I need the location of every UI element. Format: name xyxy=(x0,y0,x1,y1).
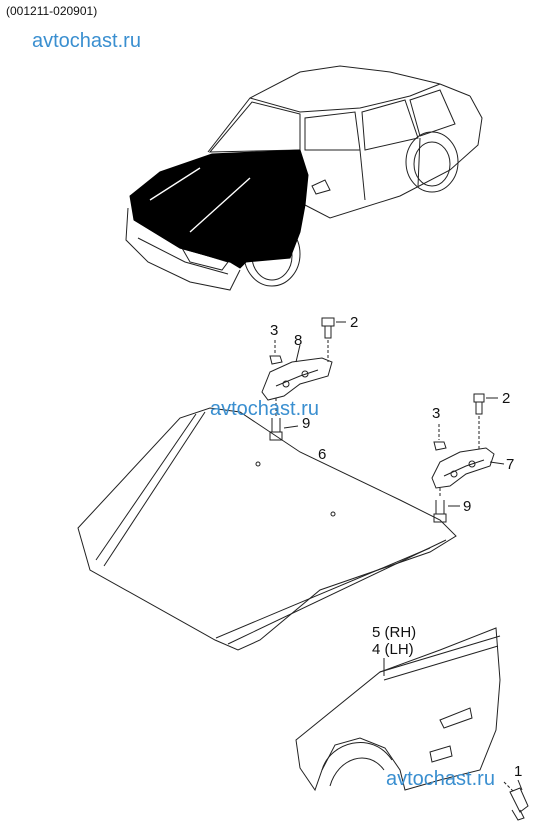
callout-3-right: 3 xyxy=(432,405,441,422)
hinge-right xyxy=(431,393,505,523)
callout-9-left: 9 xyxy=(302,415,311,432)
watermark-bottom: avtochast.ru xyxy=(386,768,495,790)
callout-7: 7 xyxy=(506,456,515,473)
watermark-top: avtochast.ru xyxy=(32,30,141,52)
hood-panel xyxy=(77,407,457,651)
callout-6: 6 xyxy=(318,446,327,463)
callout-2-right: 2 xyxy=(502,390,511,407)
highlighted-hood-fender xyxy=(129,149,309,269)
front-fender xyxy=(295,627,529,821)
callout-8: 8 xyxy=(294,332,303,349)
callout-3-left: 3 xyxy=(270,322,279,339)
catalog-code: (001211-020901) xyxy=(6,4,98,18)
watermark-middle: avtochast.ru xyxy=(210,398,319,420)
callout-2-left: 2 xyxy=(350,314,359,331)
callout-1: 1 xyxy=(514,763,523,780)
hinge-left xyxy=(261,317,346,441)
callout-9-right: 9 xyxy=(463,498,472,515)
callout-4-lh: 4 (LH) xyxy=(372,641,414,658)
callout-5-rh: 5 (RH) xyxy=(372,624,417,641)
